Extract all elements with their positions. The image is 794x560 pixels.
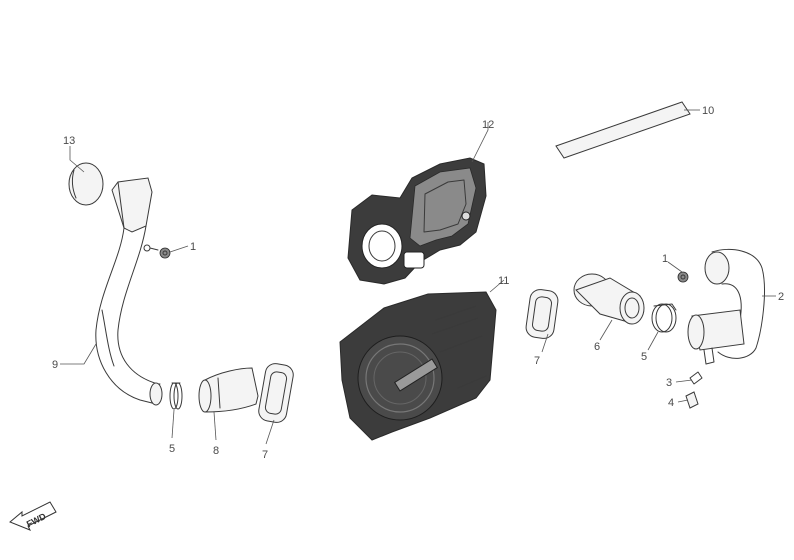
bolt bbox=[143, 244, 159, 252]
part-12-bracket bbox=[347, 157, 487, 285]
part-5-clamp-right bbox=[651, 303, 677, 333]
part-10-strip bbox=[555, 101, 691, 159]
callout-5-right: 5 bbox=[641, 351, 647, 363]
callout-1-right: 1 bbox=[662, 253, 668, 265]
part-1-nut-right bbox=[677, 271, 689, 283]
part-6-connector bbox=[573, 273, 645, 325]
part-3-clip bbox=[689, 371, 703, 385]
callout-12: 12 bbox=[482, 119, 494, 131]
part-5-clamp-left bbox=[169, 382, 183, 410]
part-9-intake-duct bbox=[95, 177, 163, 406]
part-8-coupler bbox=[198, 367, 259, 413]
callout-1-left: 1 bbox=[190, 241, 196, 253]
part-13-cap bbox=[68, 162, 104, 206]
callout-7-left: 7 bbox=[262, 449, 268, 461]
callout-4: 4 bbox=[668, 397, 674, 409]
part-11-cover bbox=[339, 291, 497, 441]
callout-3: 3 bbox=[666, 377, 672, 389]
part-7-gasket-right bbox=[525, 289, 559, 339]
part-4-plug bbox=[685, 391, 699, 409]
fwd-arrow-icon: FWD bbox=[9, 501, 57, 531]
callout-5-left: 5 bbox=[169, 443, 175, 455]
callout-10: 10 bbox=[702, 105, 714, 117]
part-1-nut-left bbox=[159, 247, 171, 259]
callout-9: 9 bbox=[52, 359, 58, 371]
part-7-gasket-left bbox=[258, 363, 294, 423]
callout-6: 6 bbox=[594, 341, 600, 353]
callout-2: 2 bbox=[778, 291, 784, 303]
part-2-outlet-pipe bbox=[687, 248, 765, 365]
leader-lines bbox=[60, 109, 776, 445]
callout-11: 11 bbox=[498, 275, 509, 287]
callout-8: 8 bbox=[213, 445, 219, 457]
callout-7-right: 7 bbox=[534, 355, 540, 367]
callout-13: 13 bbox=[63, 135, 75, 147]
